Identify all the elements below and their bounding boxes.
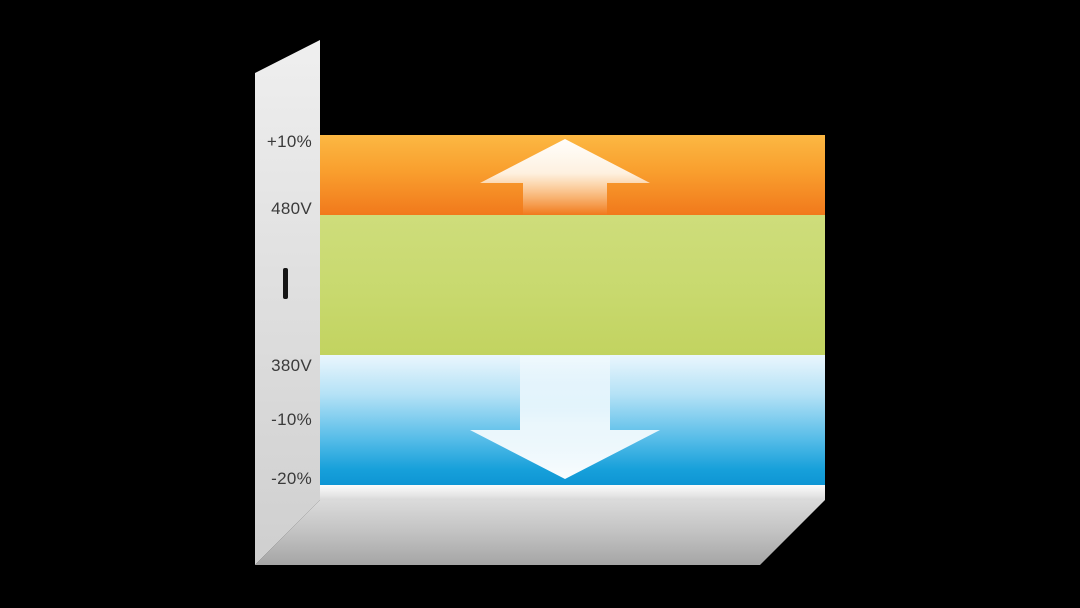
- scale-label-480v: 480V: [271, 199, 312, 218]
- nominal-voltage-band: [320, 215, 825, 355]
- scale-panel: [255, 40, 320, 565]
- scale-tick-mark: [283, 268, 288, 299]
- base-top-strip: [320, 485, 825, 500]
- scale-label-minus20: -20%: [271, 469, 312, 488]
- scale-label-minus10: -10%: [271, 410, 312, 429]
- scale-label-plus10: +10%: [266, 132, 312, 151]
- scale-label-380v: 380V: [271, 356, 312, 375]
- base-panel: [255, 500, 825, 565]
